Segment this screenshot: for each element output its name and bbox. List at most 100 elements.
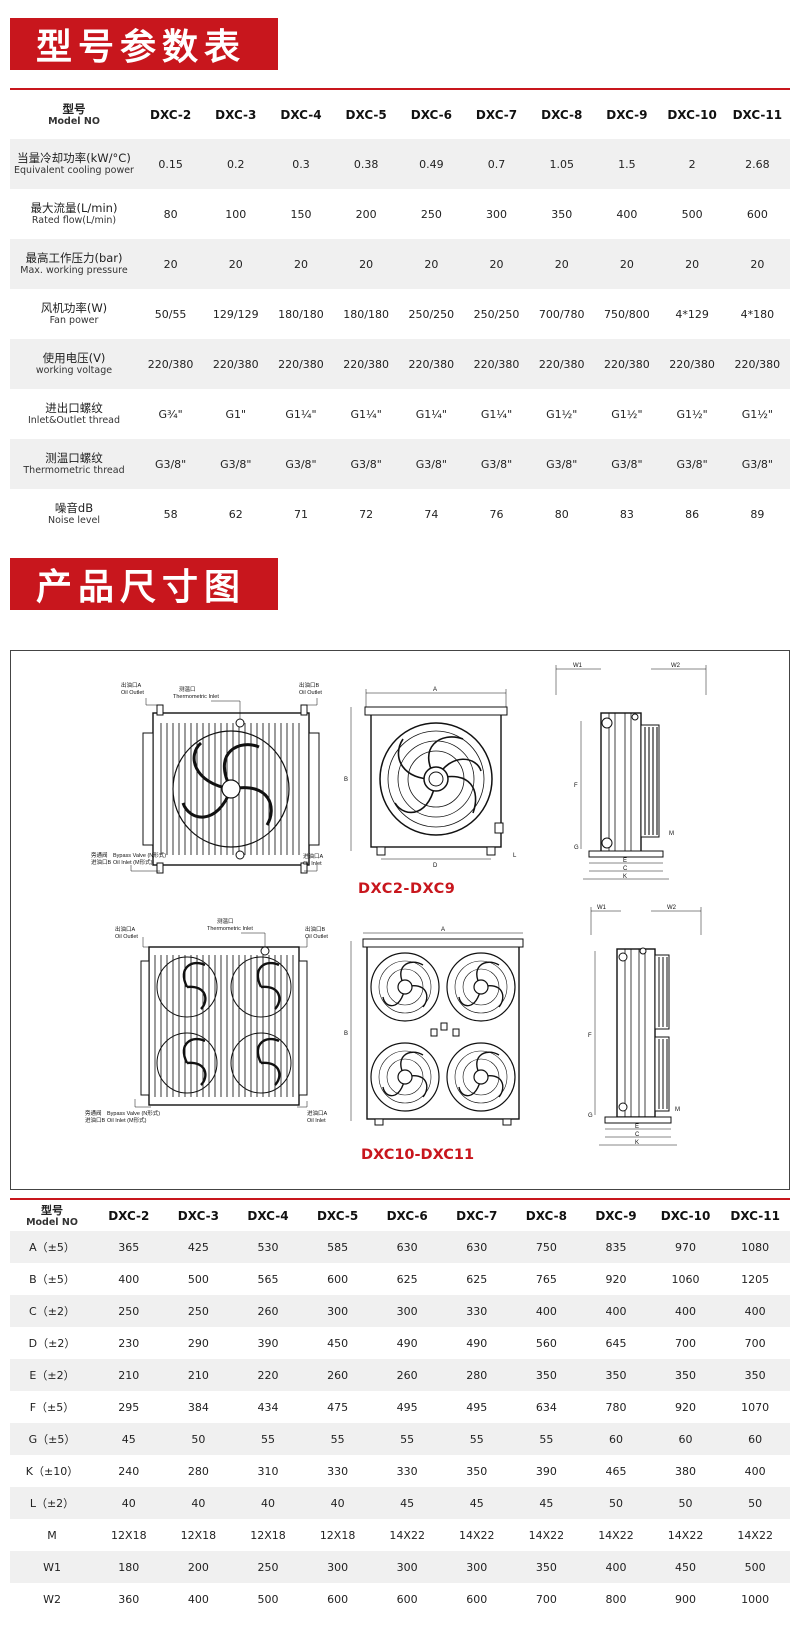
spec-cell: 220/380 <box>343 357 389 371</box>
dim-row-label: B（±5） <box>29 1273 75 1286</box>
dim-row-label: C（±2） <box>29 1305 75 1318</box>
spec-label-cn: 风机功率(W) <box>40 301 108 315</box>
spec-cell: 0.38 <box>353 157 379 171</box>
params-section-title: 型号参数表 <box>10 18 278 70</box>
dim-cell: 280 <box>187 1464 209 1478</box>
spec-cell: 0.2 <box>227 157 245 171</box>
spec-cell: 200 <box>355 207 377 221</box>
dim-cell: 765 <box>535 1272 557 1286</box>
dim-cell: 250 <box>257 1560 279 1574</box>
dim-cell: 295 <box>118 1400 140 1414</box>
spec-cell: G3/8" <box>676 457 708 471</box>
dim-cell: 630 <box>396 1240 418 1254</box>
spec-cell: 20 <box>750 257 765 271</box>
oil-outlet-b-en: Oil Outlet <box>299 690 322 696</box>
spec-cell: 20 <box>293 257 308 271</box>
dim-cell: 310 <box>257 1464 279 1478</box>
spec-cell: 20 <box>685 257 700 271</box>
oil-outlet-b-en-2: Oil Outlet <box>305 934 328 940</box>
small-front-view: 测温口 Thermometric Inlet 出油口A Oil Outlet 出… <box>91 681 324 874</box>
dim-cell: 400 <box>187 1592 209 1606</box>
dim-cell: 400 <box>675 1304 697 1318</box>
spec-cell: 4*129 <box>675 307 709 321</box>
spec-header-label: 型号 Model NO <box>10 89 138 139</box>
dim-cell: 250 <box>118 1304 140 1318</box>
spec-cell: 250/250 <box>408 307 455 321</box>
spec-cell: G3/8" <box>415 457 447 471</box>
dim-cell: 530 <box>257 1240 279 1254</box>
dim-cell: 180 <box>118 1560 140 1574</box>
dim-cell: 700 <box>535 1592 557 1606</box>
dim-cell: 1000 <box>741 1592 770 1606</box>
spec-cell: 76 <box>489 507 504 521</box>
model-header: DXC-5 <box>316 1208 359 1223</box>
spec-cell: G1¼" <box>415 407 447 421</box>
dim-row-label: L（±2） <box>29 1497 75 1510</box>
dim-b-label-2: B <box>344 1031 348 1037</box>
model-header: DXC-9 <box>595 1208 637 1223</box>
spec-label-cn: 测温口螺纹 <box>45 451 103 465</box>
dim-row-label: M <box>47 1528 57 1542</box>
dim-cell: 300 <box>327 1304 349 1318</box>
spec-cell: 250/250 <box>473 307 520 321</box>
dim-cell: 600 <box>327 1592 349 1606</box>
inlet-b-label-cn-2: 进油口B <box>85 1116 106 1124</box>
spec-row-label: 风机功率(W)Fan power <box>10 289 138 339</box>
dim-c-label: C <box>623 866 628 872</box>
dim-cell: 300 <box>396 1560 418 1574</box>
spec-cell: G1½" <box>676 407 708 421</box>
dim-cell: 14X22 <box>598 1528 634 1542</box>
dim-header-cn: 型号 <box>41 1203 63 1217</box>
spec-header-en: Model NO <box>48 115 100 127</box>
dim-row-label: D（±2） <box>28 1337 76 1350</box>
dim-cell: 634 <box>535 1400 557 1414</box>
dim-cell: 50 <box>608 1496 623 1510</box>
dim-w1-label-2: W1 <box>597 905 607 911</box>
spec-label-cn: 当量冷却功率(kW/°C) <box>17 151 131 165</box>
dim-cell: 500 <box>187 1272 209 1286</box>
dim-cell: 45 <box>539 1496 554 1510</box>
model-header: DXC-9 <box>606 107 648 122</box>
dim-cell: 300 <box>466 1560 488 1574</box>
dim-cell: 560 <box>535 1336 557 1350</box>
spec-cell: 0.15 <box>158 157 183 171</box>
dim-cell: 390 <box>535 1464 557 1478</box>
dim-cell: 40 <box>191 1496 206 1510</box>
model-header: DXC-7 <box>456 1208 498 1223</box>
spec-header-cn: 型号 <box>62 101 86 116</box>
dim-cell: 900 <box>675 1592 697 1606</box>
dim-cell: 50 <box>678 1496 693 1510</box>
caption-large: DXC10-DXC11 <box>361 1147 474 1163</box>
spec-cell: 500 <box>681 207 703 221</box>
dim-cell: 600 <box>327 1272 349 1286</box>
oil-outlet-a-en-2: Oil Outlet <box>115 934 138 940</box>
dim-e-label: E <box>623 858 627 864</box>
spec-cell: 400 <box>616 207 638 221</box>
spec-cell: 50/55 <box>154 307 187 321</box>
oil-outlet-a-en: Oil Outlet <box>121 690 144 696</box>
inlet-b-label-en: Oil Inlet (M形式) <box>113 858 153 866</box>
spec-cell: G1¼" <box>285 407 317 421</box>
dim-cell: 290 <box>187 1336 209 1350</box>
spec-label-en: Inlet&Outlet thread <box>27 415 121 426</box>
dim-cell: 970 <box>675 1240 697 1254</box>
dim-cell: 400 <box>744 1304 766 1318</box>
dim-cell: 55 <box>539 1432 554 1446</box>
large-side-view: W1 W2 F G M <box>588 905 702 1146</box>
model-header: DXC-2 <box>149 107 192 122</box>
dim-c-label-2: C <box>635 1132 640 1138</box>
spec-cell: 350 <box>551 207 573 221</box>
dim-cell: 350 <box>535 1560 557 1574</box>
spec-label-cn: 噪音dB <box>54 501 94 515</box>
spec-label-cn: 最大流量(L/min) <box>30 201 118 215</box>
dim-row-label: F（±5） <box>29 1401 75 1414</box>
dim-cell: 495 <box>396 1400 418 1414</box>
